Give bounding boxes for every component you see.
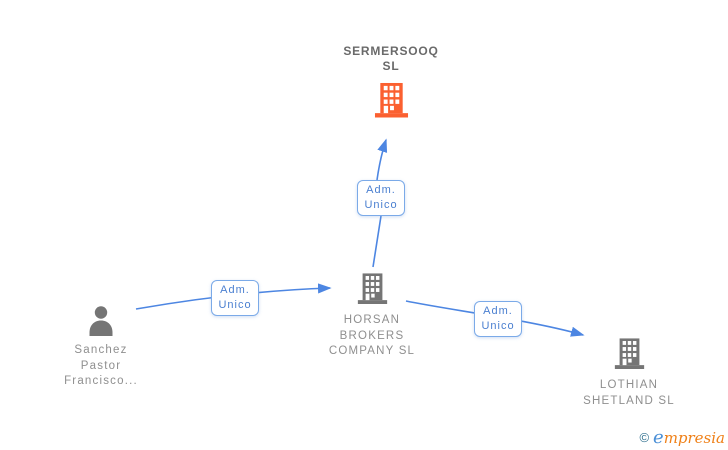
company-name: HORSAN BROKERS COMPANY SL [329, 313, 415, 360]
edge-horsan-to-sermersooq [372, 140, 386, 268]
empresia-logo: ©empresia [639, 427, 725, 448]
edge-label-adm-unico-sanchez-horsan[interactable]: Adm. Unico [211, 280, 259, 316]
node-lothian[interactable]: LOTHIAN SHETLAND SL [549, 336, 709, 409]
edge-label-line: Unico [364, 199, 398, 211]
person-icon [89, 306, 113, 336]
node-sermersooq[interactable]: SERMERSOOQ SL [311, 44, 471, 118]
node-sanchez[interactable]: Sanchez Pastor Francisco... [21, 306, 181, 390]
node-horsan[interactable]: HORSAN BROKERS COMPANY SL [292, 271, 452, 360]
building-icon [614, 338, 644, 369]
edge-label-adm-unico-horsan-sermersooq[interactable]: Adm. Unico [357, 180, 405, 216]
company-name: SERMERSOOQ SL [343, 44, 438, 74]
person-name: Sanchez Pastor Francisco... [64, 343, 138, 390]
copyright-icon: © [639, 430, 650, 445]
building-icon [357, 273, 387, 304]
company-name-line: HORSAN [343, 314, 401, 326]
edge-label-adm-unico-horsan-lothian[interactable]: Adm. Unico [474, 301, 522, 337]
person-name-line: Pastor [80, 359, 122, 372]
person-name-line: Francisco... [64, 375, 138, 387]
edge-label-line: Adm. [220, 284, 250, 296]
edge-label-line: Adm. [483, 305, 513, 317]
edge-label-line: Unico [218, 299, 252, 311]
edge-label-line: Unico [481, 320, 515, 332]
company-name-line: COMPANY SL [328, 345, 416, 357]
person-name-line: Sanchez [74, 344, 128, 356]
company-name-line: SL [382, 59, 400, 73]
company-name-line: BROKERS [339, 329, 405, 342]
building-icon [374, 82, 408, 118]
company-name-line: SERMERSOOQ [343, 44, 439, 58]
brand-name-initial: e [653, 427, 664, 448]
company-name: LOTHIAN SHETLAND SL [583, 378, 675, 409]
edge-label-line: Adm. [366, 184, 396, 196]
company-name-line: LOTHIAN [599, 379, 659, 391]
company-name-line: SHETLAND SL [583, 394, 675, 407]
brand-name: mpresia [663, 429, 725, 447]
